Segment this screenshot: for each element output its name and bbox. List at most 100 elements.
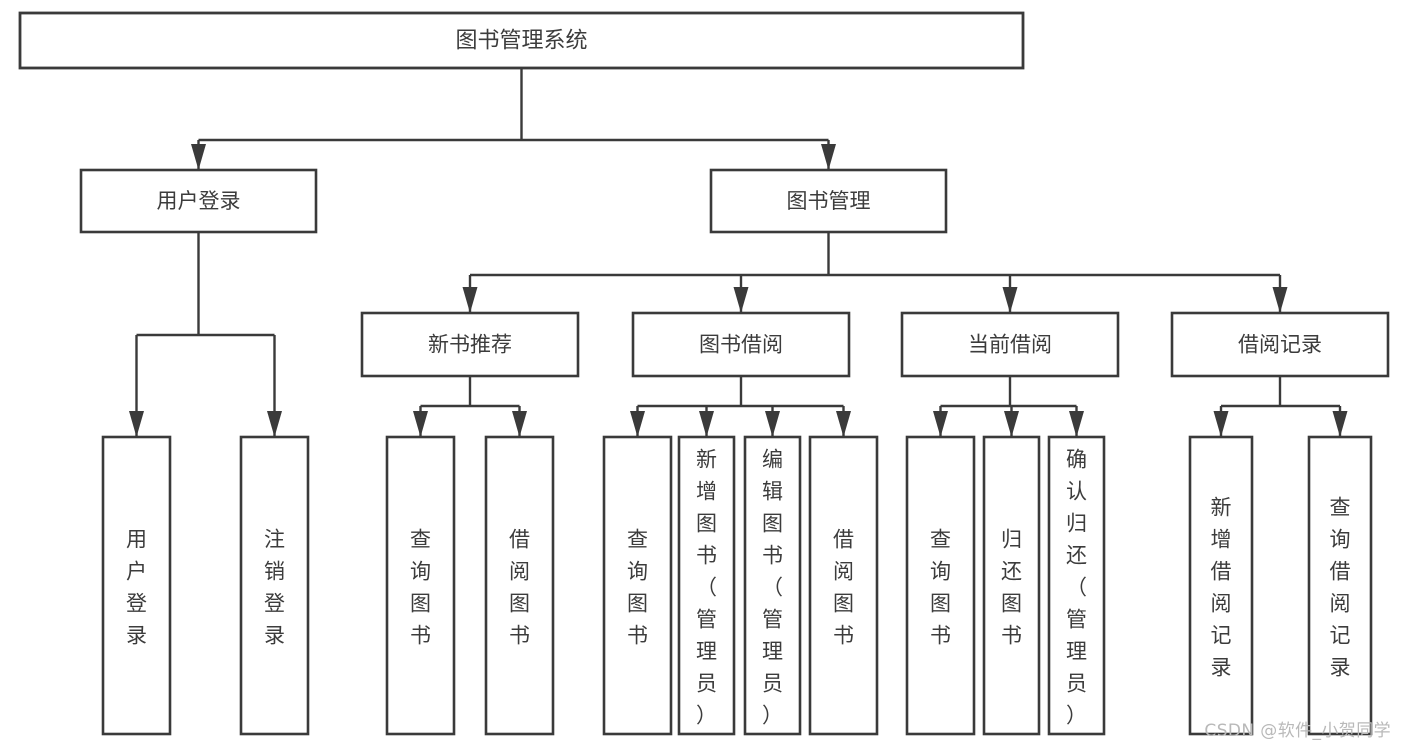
arrow-head-icon: [1004, 411, 1019, 437]
svg-text:询: 询: [1330, 528, 1351, 552]
svg-text:还: 还: [1066, 544, 1087, 568]
arrow-head-icon: [267, 411, 282, 437]
node-leaf-6[interactable]: [743, 435, 802, 736]
svg-text:新: 新: [696, 448, 717, 472]
svg-text:录: 录: [264, 624, 285, 648]
svg-text:还: 还: [1001, 560, 1022, 584]
svg-text:记: 记: [1330, 624, 1351, 648]
svg-text:书: 书: [762, 544, 783, 568]
node-leaf-0[interactable]: [101, 435, 172, 736]
arrow-head-icon: [1213, 411, 1229, 437]
svg-text:借: 借: [1330, 560, 1351, 584]
node-leaf-label-0: 用户登录: [126, 528, 147, 648]
node-level2-0[interactable]: [79, 168, 318, 234]
arrow-head-icon: [413, 411, 428, 437]
svg-text:（: （: [696, 576, 717, 600]
svg-text:登: 登: [126, 592, 147, 616]
arrow-head-icon: [462, 287, 478, 313]
svg-text:）: ）: [696, 704, 717, 728]
svg-text:户: 户: [126, 560, 147, 584]
arrow-head-icon: [933, 411, 948, 437]
node-leaf-3[interactable]: [484, 435, 555, 736]
node-root[interactable]: [18, 11, 1025, 70]
svg-text:录: 录: [1211, 656, 1232, 680]
svg-text:）: ）: [1066, 704, 1087, 728]
node-level3-3[interactable]: [1170, 311, 1390, 378]
arrow-head-icon: [1332, 411, 1348, 437]
svg-text:书: 书: [1001, 624, 1022, 648]
svg-text:用: 用: [126, 528, 147, 552]
svg-text:辑: 辑: [762, 480, 783, 504]
svg-text:增: 增: [1211, 528, 1232, 552]
svg-text:理: 理: [1066, 640, 1087, 664]
arrow-head-icon: [836, 411, 851, 437]
svg-text:确: 确: [1066, 448, 1087, 472]
svg-text:员: 员: [696, 672, 717, 696]
svg-text:图: 图: [410, 592, 431, 616]
svg-text:管: 管: [1066, 608, 1087, 632]
arrow-head-icon: [191, 144, 206, 170]
node-level3-1[interactable]: [631, 311, 851, 378]
svg-text:书: 书: [833, 624, 854, 648]
arrow-head-icon: [1272, 287, 1288, 313]
svg-text:阅: 阅: [509, 560, 530, 584]
node-leaf-5[interactable]: [677, 435, 736, 736]
svg-text:借: 借: [833, 528, 854, 552]
svg-text:新: 新: [1211, 496, 1232, 520]
svg-text:认: 认: [1066, 480, 1087, 504]
node-leaf-8[interactable]: [905, 435, 976, 736]
connector-layer: [129, 68, 1348, 437]
svg-text:（: （: [1066, 576, 1087, 600]
arrow-head-icon: [765, 411, 780, 437]
node-level2-label-0: 用户登录: [157, 189, 241, 213]
svg-text:编: 编: [762, 448, 783, 472]
node-leaf-7[interactable]: [808, 435, 879, 736]
svg-text:阅: 阅: [1211, 592, 1232, 616]
node-leaf-12[interactable]: [1307, 435, 1373, 736]
node-level2-1[interactable]: [709, 168, 948, 234]
node-leaf-2[interactable]: [385, 435, 456, 736]
node-leaf-4[interactable]: [602, 435, 673, 736]
arrow-head-icon: [1069, 411, 1084, 437]
node-leaf-11[interactable]: [1188, 435, 1254, 736]
svg-text:图: 图: [627, 592, 648, 616]
svg-text:图: 图: [930, 592, 951, 616]
node-level3-0[interactable]: [360, 311, 580, 378]
svg-text:书: 书: [410, 624, 431, 648]
svg-text:员: 员: [1066, 672, 1087, 696]
node-leaf-10[interactable]: [1047, 435, 1106, 736]
node-leaf-9[interactable]: [982, 435, 1041, 736]
svg-text:图: 图: [509, 592, 530, 616]
svg-text:登: 登: [264, 592, 285, 616]
svg-text:员: 员: [762, 672, 783, 696]
node-level3-label-2: 当前借阅: [968, 333, 1052, 357]
node-level3-label-3: 借阅记录: [1238, 333, 1322, 357]
arrow-head-icon: [512, 411, 527, 437]
svg-text:图: 图: [1001, 592, 1022, 616]
node-level2-label-1: 图书管理: [787, 189, 871, 213]
svg-text:查: 查: [1330, 496, 1351, 520]
svg-text:询: 询: [410, 560, 431, 584]
arrow-head-icon: [733, 287, 749, 313]
svg-text:阅: 阅: [1330, 592, 1351, 616]
arrow-head-icon: [1002, 287, 1018, 313]
arrow-head-icon: [821, 144, 836, 170]
node-level3-label-1: 图书借阅: [699, 333, 783, 357]
svg-text:（: （: [762, 576, 783, 600]
svg-text:书: 书: [696, 544, 717, 568]
node-level3-2[interactable]: [900, 311, 1120, 378]
svg-text:查: 查: [930, 528, 951, 552]
node-leaf-1[interactable]: [239, 435, 310, 736]
svg-text:销: 销: [264, 560, 285, 584]
